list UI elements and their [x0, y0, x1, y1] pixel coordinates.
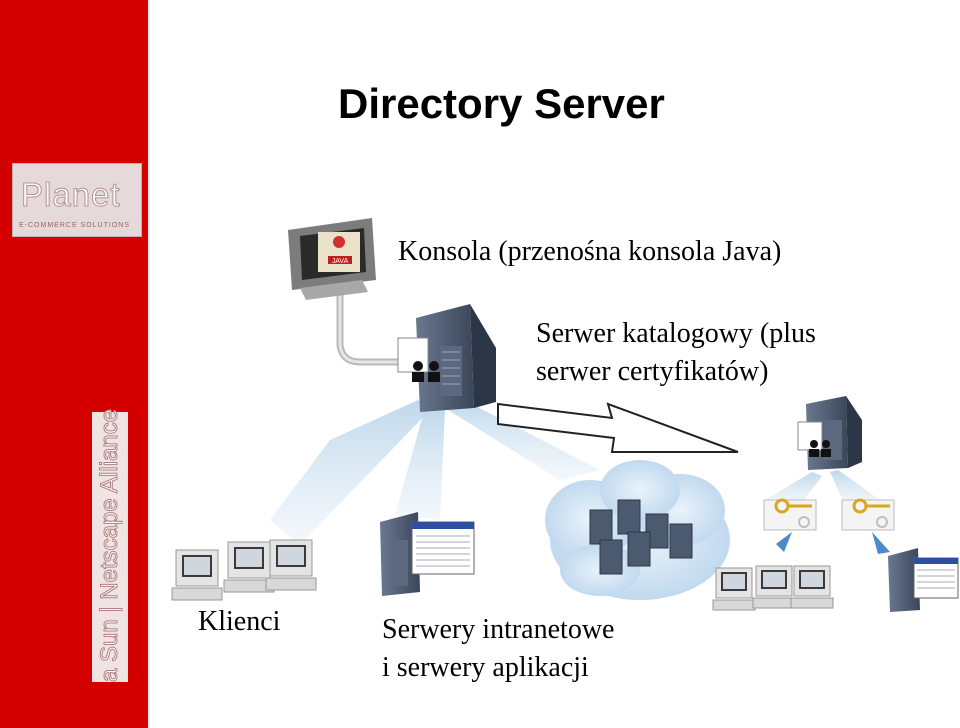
beam-left-key: [765, 472, 822, 505]
logo-subtitle: E-COMMERCE SOLUTIONS: [19, 222, 131, 229]
intranet-server-icon: [380, 512, 475, 596]
intranet-label-line2: i serwery aplikacji: [382, 652, 589, 683]
certificate-key-icon: [841, 498, 895, 531]
logo-word: Planet: [21, 176, 121, 214]
console-cable-highlight: [338, 292, 412, 364]
replication-arrow: [497, 402, 739, 453]
application-server-icon: [888, 548, 959, 612]
cloud-server-cluster-icon: [545, 460, 730, 600]
beam-to-cloud: [440, 398, 600, 480]
sidebar-edge: [148, 0, 150, 728]
clients-label: Klienci: [198, 606, 281, 637]
beam-to-intranet: [395, 408, 445, 520]
java-screen-text: JAVA: [332, 258, 349, 265]
down-arrow-icon: [776, 532, 792, 552]
light-beams: [270, 398, 880, 545]
slide-title: Directory Server: [338, 80, 665, 127]
directory-server-label-line2: serwer certyfikatów): [536, 356, 769, 387]
console-label: Konsola (przenośna konsola Java): [398, 236, 782, 267]
alliance-box: a Sun | Netscape Alliance: [92, 408, 128, 683]
console-monitor-icon: JAVA: [288, 218, 376, 300]
replica-server-icon: [797, 396, 862, 470]
certificate-key-icon: [763, 498, 817, 531]
beam-to-clients: [270, 400, 430, 545]
planet-logo: Planet E-COMMERCE SOLUTIONS: [12, 163, 142, 237]
down-arrow-icon: [872, 532, 890, 554]
directory-server-label-line1: Serwer katalogowy (plus: [536, 318, 816, 349]
certificate-document: [397, 337, 429, 373]
directory-server-icon: [397, 304, 496, 412]
client-computers-icon: [712, 565, 834, 611]
beam-right-key: [830, 470, 880, 505]
intranet-label-line1: Serwery intranetowe: [382, 614, 615, 645]
client-computers-icon: [171, 539, 317, 601]
